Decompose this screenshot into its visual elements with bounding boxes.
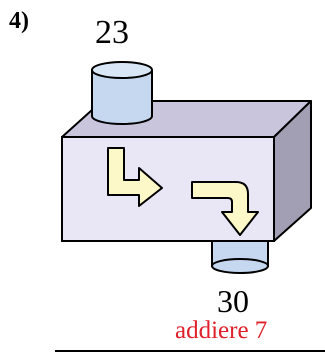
rule-label: addiere 7 [175,317,268,344]
exercise-number: 4) [9,8,29,34]
output-value: 30 [217,283,249,319]
input-value: 23 [95,14,129,51]
process-arrow-icon [107,147,163,207]
process-arrow-icon [191,181,259,236]
input-cylinder [91,61,153,125]
answer-line [55,350,325,352]
output-cylinder [211,237,269,274]
